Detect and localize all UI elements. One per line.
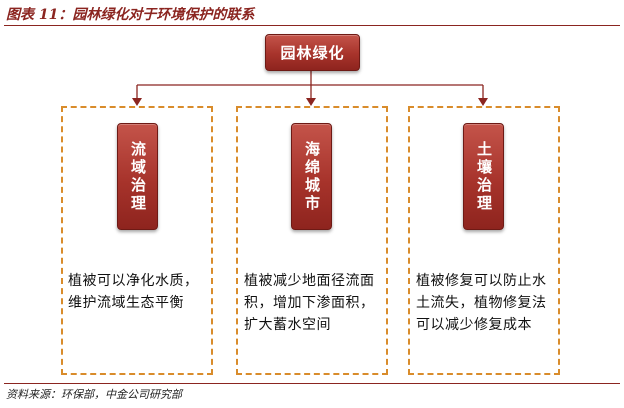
arrow-right — [478, 98, 488, 106]
figure-title: 图表 11：园林绿化对于环境保护的联系 — [6, 7, 255, 23]
title-rule — [4, 25, 620, 26]
branch-frame-soil — [408, 106, 560, 375]
source-rule — [4, 383, 620, 384]
branch-description: 植被减少地面径流面积，增加下渗面积，扩大蓄水空间 — [244, 273, 375, 333]
root-node-label: 园林绿化 — [280, 44, 345, 62]
branch-label: 海绵城市 — [303, 140, 321, 213]
branch-node-sponge-city: 海绵城市 — [291, 123, 332, 230]
branch-description: 植被修复可以防止水土流失，植物修复法可以减少修复成本 — [416, 273, 547, 333]
branch-node-watershed: 流域治理 — [117, 123, 158, 230]
branch-label: 流域治理 — [129, 140, 147, 213]
branch-node-soil: 土壤治理 — [463, 123, 504, 230]
branch-frame-watershed — [61, 106, 213, 375]
arrow-left — [132, 98, 142, 106]
branch-description: 植被可以净化水质，维护流域生态平衡 — [68, 273, 199, 311]
arrow-center — [306, 98, 316, 106]
branch-label: 土壤治理 — [475, 140, 493, 213]
branch-frame-sponge-city — [236, 106, 388, 375]
root-node: 园林绿化 — [265, 34, 360, 71]
figure-source: 资料来源：环保部，中金公司研究部 — [6, 388, 182, 401]
